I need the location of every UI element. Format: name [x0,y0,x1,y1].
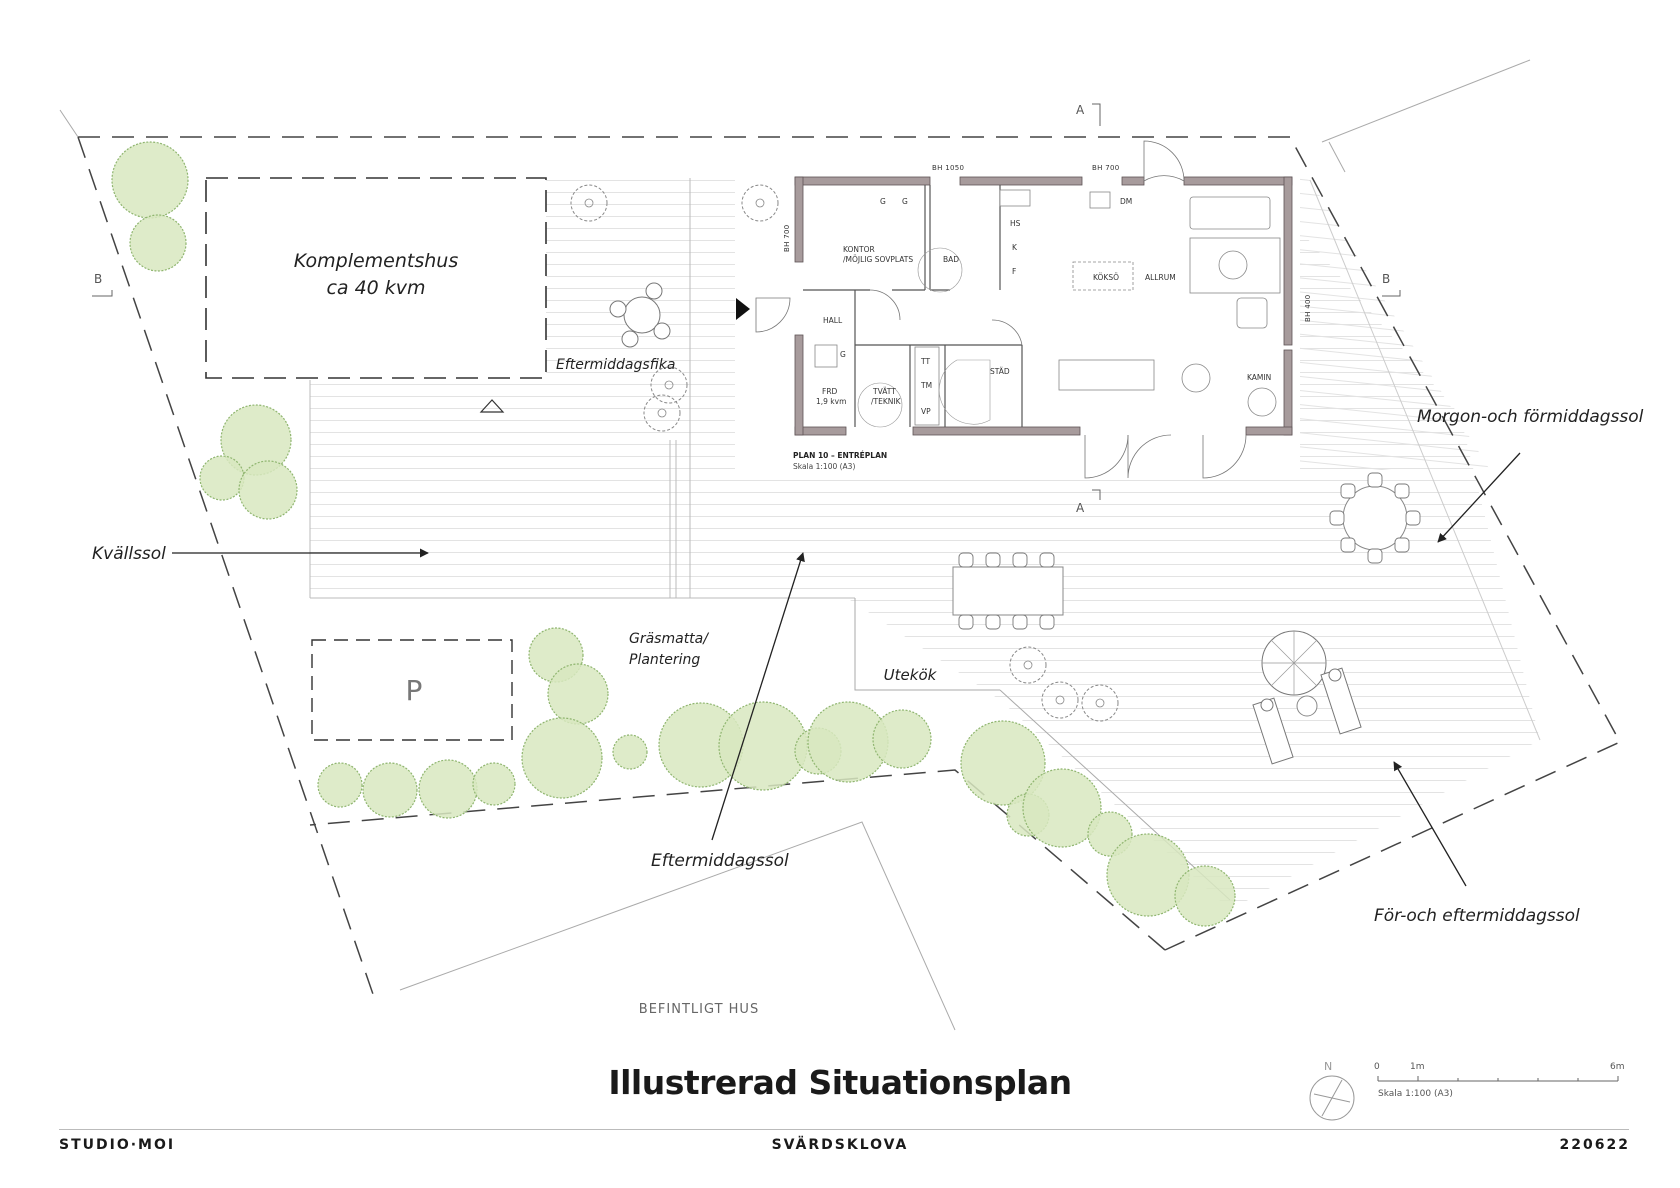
room-office-2: /MÖJLIG SOVPLATS [843,255,913,264]
side-table [1296,695,1318,717]
section-b-right: B [1382,272,1390,286]
room-hall: HALL [823,316,843,325]
lawn-label: Gräsmatta/ [629,631,709,647]
room-cleaning: STÄD [990,367,1010,376]
footer-studio: STUDIO·MOI [59,1137,176,1153]
round-table [1329,472,1421,564]
trees [111,141,1236,927]
midday-sun-label: För-och eftermiddagssol [1374,906,1580,926]
plan-scale: Skala 1:100 (A3) [793,462,855,471]
label-k: K [1012,243,1018,252]
label-tm: TM [920,381,932,390]
fika-label: Eftermiddagsfika [556,357,675,373]
section-b-left: B [94,272,102,286]
scale-six: 6m [1610,1062,1625,1072]
label-f: F [1012,267,1016,276]
room-living: ALLRUM [1145,273,1176,282]
neighbour-lines [59,59,1531,1031]
room-laundry: TVÄTT [872,387,896,396]
entrance-triangle-icon [479,399,505,413]
annex-label: Komplementshus [294,250,459,272]
north-label: N [1324,1060,1332,1073]
lawn-label-2: Plantering [629,652,700,668]
floor-plan: KONTOR /MÖJLIG SOVPLATS BAD KÖKSÖ ALLRUM… [736,140,1312,479]
room-fireplace: KAMIN [1247,373,1271,382]
bh-left: BH 700 [783,225,791,252]
annex-area: ca 40 kvm [326,277,425,299]
room-office: KONTOR [843,245,875,254]
room-kitchen: KÖKSÖ [1093,273,1119,282]
sun-loungers [1252,667,1362,765]
room-bath: BAD [943,255,959,264]
north-arrow-icon: N [1309,1060,1355,1121]
section-marks: A A B B [92,103,1401,515]
morning-sun-label: Morgon-och förmiddagssol [1417,407,1644,427]
parking-area: P [311,639,513,741]
section-a-top: A [1076,103,1085,117]
existing-house-label: BEFINTLIGT HUS [639,1002,759,1017]
annex-building: Komplementshus ca 40 kvm [205,177,547,413]
plan-caption: PLAN 10 – ENTRÉPLAN [793,451,887,460]
label-hs: HS [1010,219,1021,228]
label-vp: VP [921,407,931,416]
scale-bar: 0 1m 6m Skala 1:100 (A3) [1374,1062,1625,1099]
footer-project: SVÄRDSKLOVA [771,1137,909,1153]
footer-divider [59,1129,1629,1130]
scale-one: 1m [1410,1062,1425,1072]
bh-top-right: BH 700 [1092,164,1119,172]
section-a-bottom: A [1076,501,1085,515]
main-entrance-icon [736,298,750,320]
scale-zero: 0 [1374,1062,1380,1072]
bh-right: BH 400 [1304,295,1312,322]
room-laundry-2: /TEKNIK [871,397,902,406]
footer-date: 220622 [1559,1137,1630,1153]
parasol-icon [1261,630,1327,696]
label-dm: DM [1120,197,1132,206]
parking-label: P [406,674,423,707]
page-title: Illustrerad Situationsplan [608,1063,1072,1102]
outdoor-dining-table [952,552,1064,630]
bh-top-left: BH 1050 [932,164,964,172]
room-storage-area: 1,9 kvm [816,397,846,406]
label-g2: G [902,197,908,206]
fika-table [609,282,671,348]
property-boundary [77,136,1622,1001]
label-tt: TT [920,357,930,366]
label-g1: G [880,197,886,206]
room-storage: FRD [822,387,838,396]
afternoon-sun-label: Eftermiddagssol [651,851,789,871]
label-g3: G [840,350,846,359]
evening-sun-label: Kvällssol [92,544,166,564]
scale-text: Skala 1:100 (A3) [1378,1089,1453,1099]
sun-arrows [172,452,1521,887]
outdoor-kitchen-label: Utekök [884,666,938,684]
